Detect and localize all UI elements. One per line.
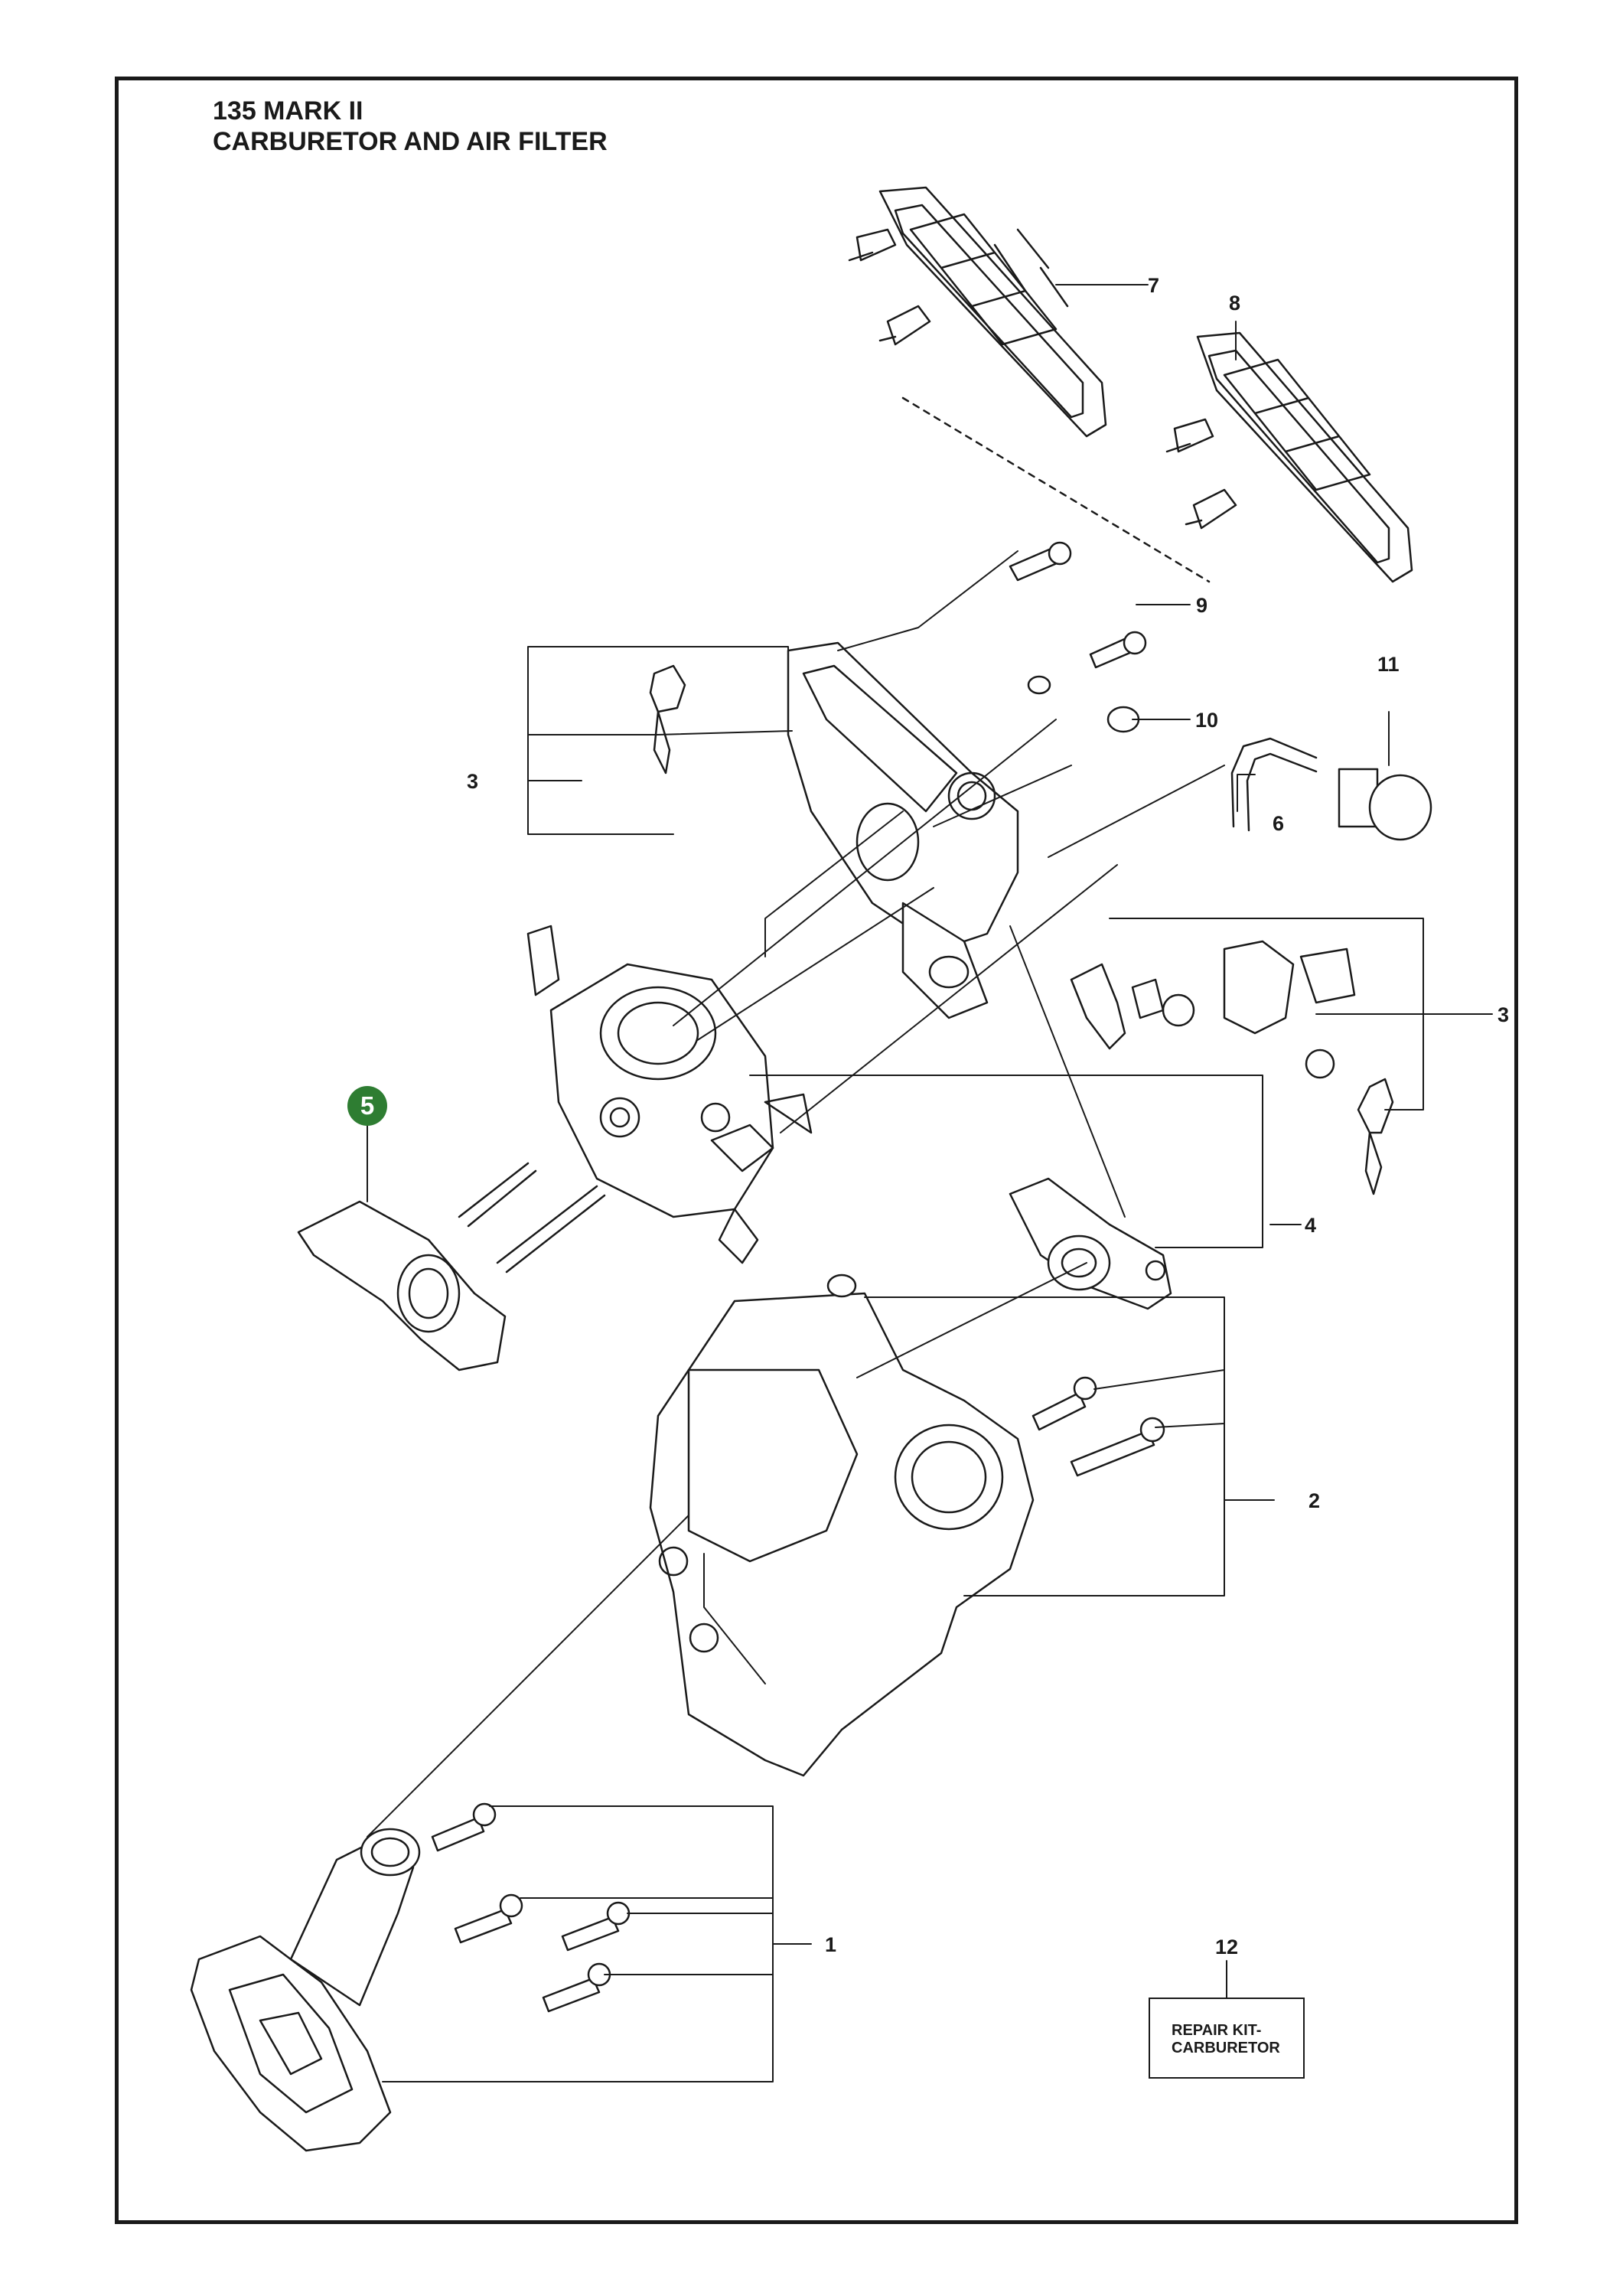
callout-leaders (367, 284, 1493, 2082)
callout-7: 7 (1148, 274, 1159, 297)
fuel-hose (1230, 737, 1318, 832)
primer-bulb (1338, 768, 1432, 841)
intake-bracket (1009, 1177, 1172, 1310)
callout-3-right: 3 (1498, 1003, 1509, 1026)
filter-screws (1009, 541, 1147, 695)
callout-2: 2 (1309, 1489, 1320, 1512)
assembly-lines (367, 550, 1225, 1838)
repair-kit-box: REPAIR KIT- CARBURETOR (1149, 1998, 1305, 2079)
air-filter-upper (848, 186, 1107, 438)
intake-housing (649, 1274, 1165, 1777)
highlighted-part-5-badge[interactable]: 5 (347, 1086, 387, 1126)
callout-12: 12 (1215, 1936, 1238, 1958)
dashed-fit-line (901, 396, 1211, 583)
choke-parts (649, 664, 1394, 1195)
air-filter-lower (1165, 331, 1413, 583)
intake-manifold (190, 1802, 631, 2152)
callout-11: 11 (1377, 653, 1400, 676)
section-title: CARBURETOR AND AIR FILTER (213, 127, 608, 156)
callout-3-upper: 3 (467, 770, 478, 793)
repair-kit-label: REPAIR KIT- CARBURETOR (1172, 2022, 1280, 2056)
filter-holder (787, 641, 1019, 1019)
callout-6: 6 (1273, 812, 1284, 835)
highlighted-part-label: 5 (360, 1091, 375, 1120)
callout-9: 9 (1196, 594, 1207, 617)
carburetor (526, 925, 813, 1264)
page-frame (115, 77, 1518, 2224)
callout-1: 1 (825, 1933, 836, 1956)
callout-4: 4 (1305, 1214, 1316, 1237)
callout-8: 8 (1229, 292, 1240, 315)
carburetor-mount (297, 1162, 606, 1371)
callout-10: 10 (1195, 709, 1218, 732)
model-title: 135 MARK II (213, 96, 363, 126)
